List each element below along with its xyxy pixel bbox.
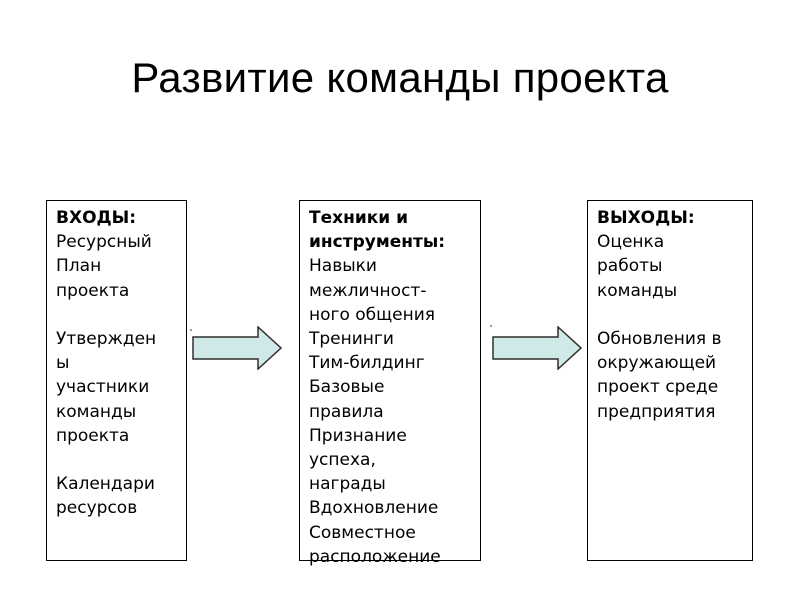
arrow-shape: [192, 326, 282, 370]
decorative-dot: [190, 329, 192, 331]
right-arrow-icon: [492, 326, 582, 370]
tools-heading-line: Техники и: [309, 208, 409, 228]
list-item: Обновления в: [597, 329, 722, 349]
spacer: [56, 448, 186, 472]
arrow-shape: [492, 326, 582, 370]
inputs-heading: ВХОДЫ:: [56, 208, 137, 228]
list-item: Утвержден: [56, 329, 157, 349]
list-item: правила: [309, 401, 384, 422]
tools-heading-line: инструменты:: [309, 232, 446, 253]
spacer: [597, 303, 752, 327]
spacer: [56, 303, 186, 327]
tools-heading: Техники и инструменты:: [309, 206, 480, 254]
list-item: Признание: [309, 425, 407, 446]
list-item: межличност-: [309, 280, 427, 301]
list-item: проекта: [56, 425, 130, 446]
list-item: команды: [56, 401, 137, 422]
right-arrow-icon: [192, 326, 282, 370]
list-item: проекта: [56, 280, 130, 301]
list-item: окружающей: [597, 353, 717, 374]
list-item: Оценка: [597, 232, 665, 253]
list-item: Тим-билдинг: [309, 353, 425, 374]
list-item: ресурсов: [56, 498, 138, 519]
list-item: Календари: [56, 474, 155, 495]
list-item: Тренинги: [309, 329, 394, 350]
outputs-heading: ВЫХОДЫ:: [597, 208, 695, 228]
list-item: проект среде: [597, 377, 719, 398]
page-title: Развитие команды проекта: [131, 54, 669, 101]
list-item: Совместное: [309, 522, 416, 543]
list-item: награды: [309, 474, 386, 495]
list-item: успеха,: [309, 450, 376, 471]
list-item: Базовые: [309, 377, 385, 398]
list-item: План: [56, 256, 102, 277]
list-item: Ресурсный: [56, 232, 152, 253]
list-item: предприятия: [597, 401, 716, 422]
list-item: команды: [597, 280, 678, 301]
tools-box: Техники и инструменты: Навыки межличност-…: [299, 200, 481, 567]
list-item: ы: [56, 353, 70, 374]
list-item: участники: [56, 377, 150, 398]
list-item: Навыки: [309, 256, 377, 277]
list-item: ного общения: [309, 304, 435, 325]
list-item: расположение: [309, 546, 441, 567]
list-item: Вдохновление: [309, 498, 439, 519]
decorative-dot: [490, 325, 492, 327]
list-item: работы: [597, 256, 663, 277]
